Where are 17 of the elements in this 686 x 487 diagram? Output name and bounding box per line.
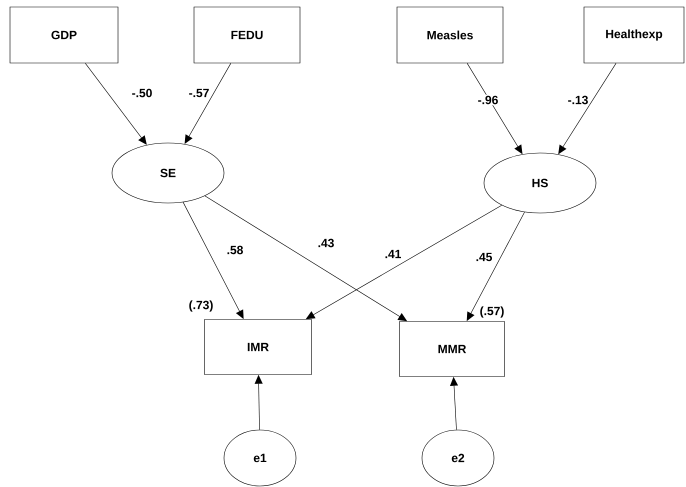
edge-label: -.57 [188, 88, 210, 98]
arrow [85, 63, 147, 145]
edge-label: -.96 [476, 94, 500, 106]
edge-label: -.13 [566, 94, 590, 106]
edge-label: -.50 [130, 88, 154, 98]
variable-box: Healthexp [584, 6, 684, 64]
variance-label: (.73) [189, 300, 213, 312]
variable-box: IMR [204, 319, 312, 375]
variable-box: Measles [396, 6, 504, 64]
edge-label: .58 [226, 244, 244, 256]
edge-label: .43 [316, 238, 336, 248]
variable-box: FEDU [194, 6, 300, 64]
edge-label: .41 [384, 248, 402, 260]
variance-label: (.57) [480, 306, 504, 318]
variable-box: MMR [399, 321, 505, 377]
variable-box: GDP [10, 6, 118, 64]
edge-label: .45 [474, 252, 494, 262]
